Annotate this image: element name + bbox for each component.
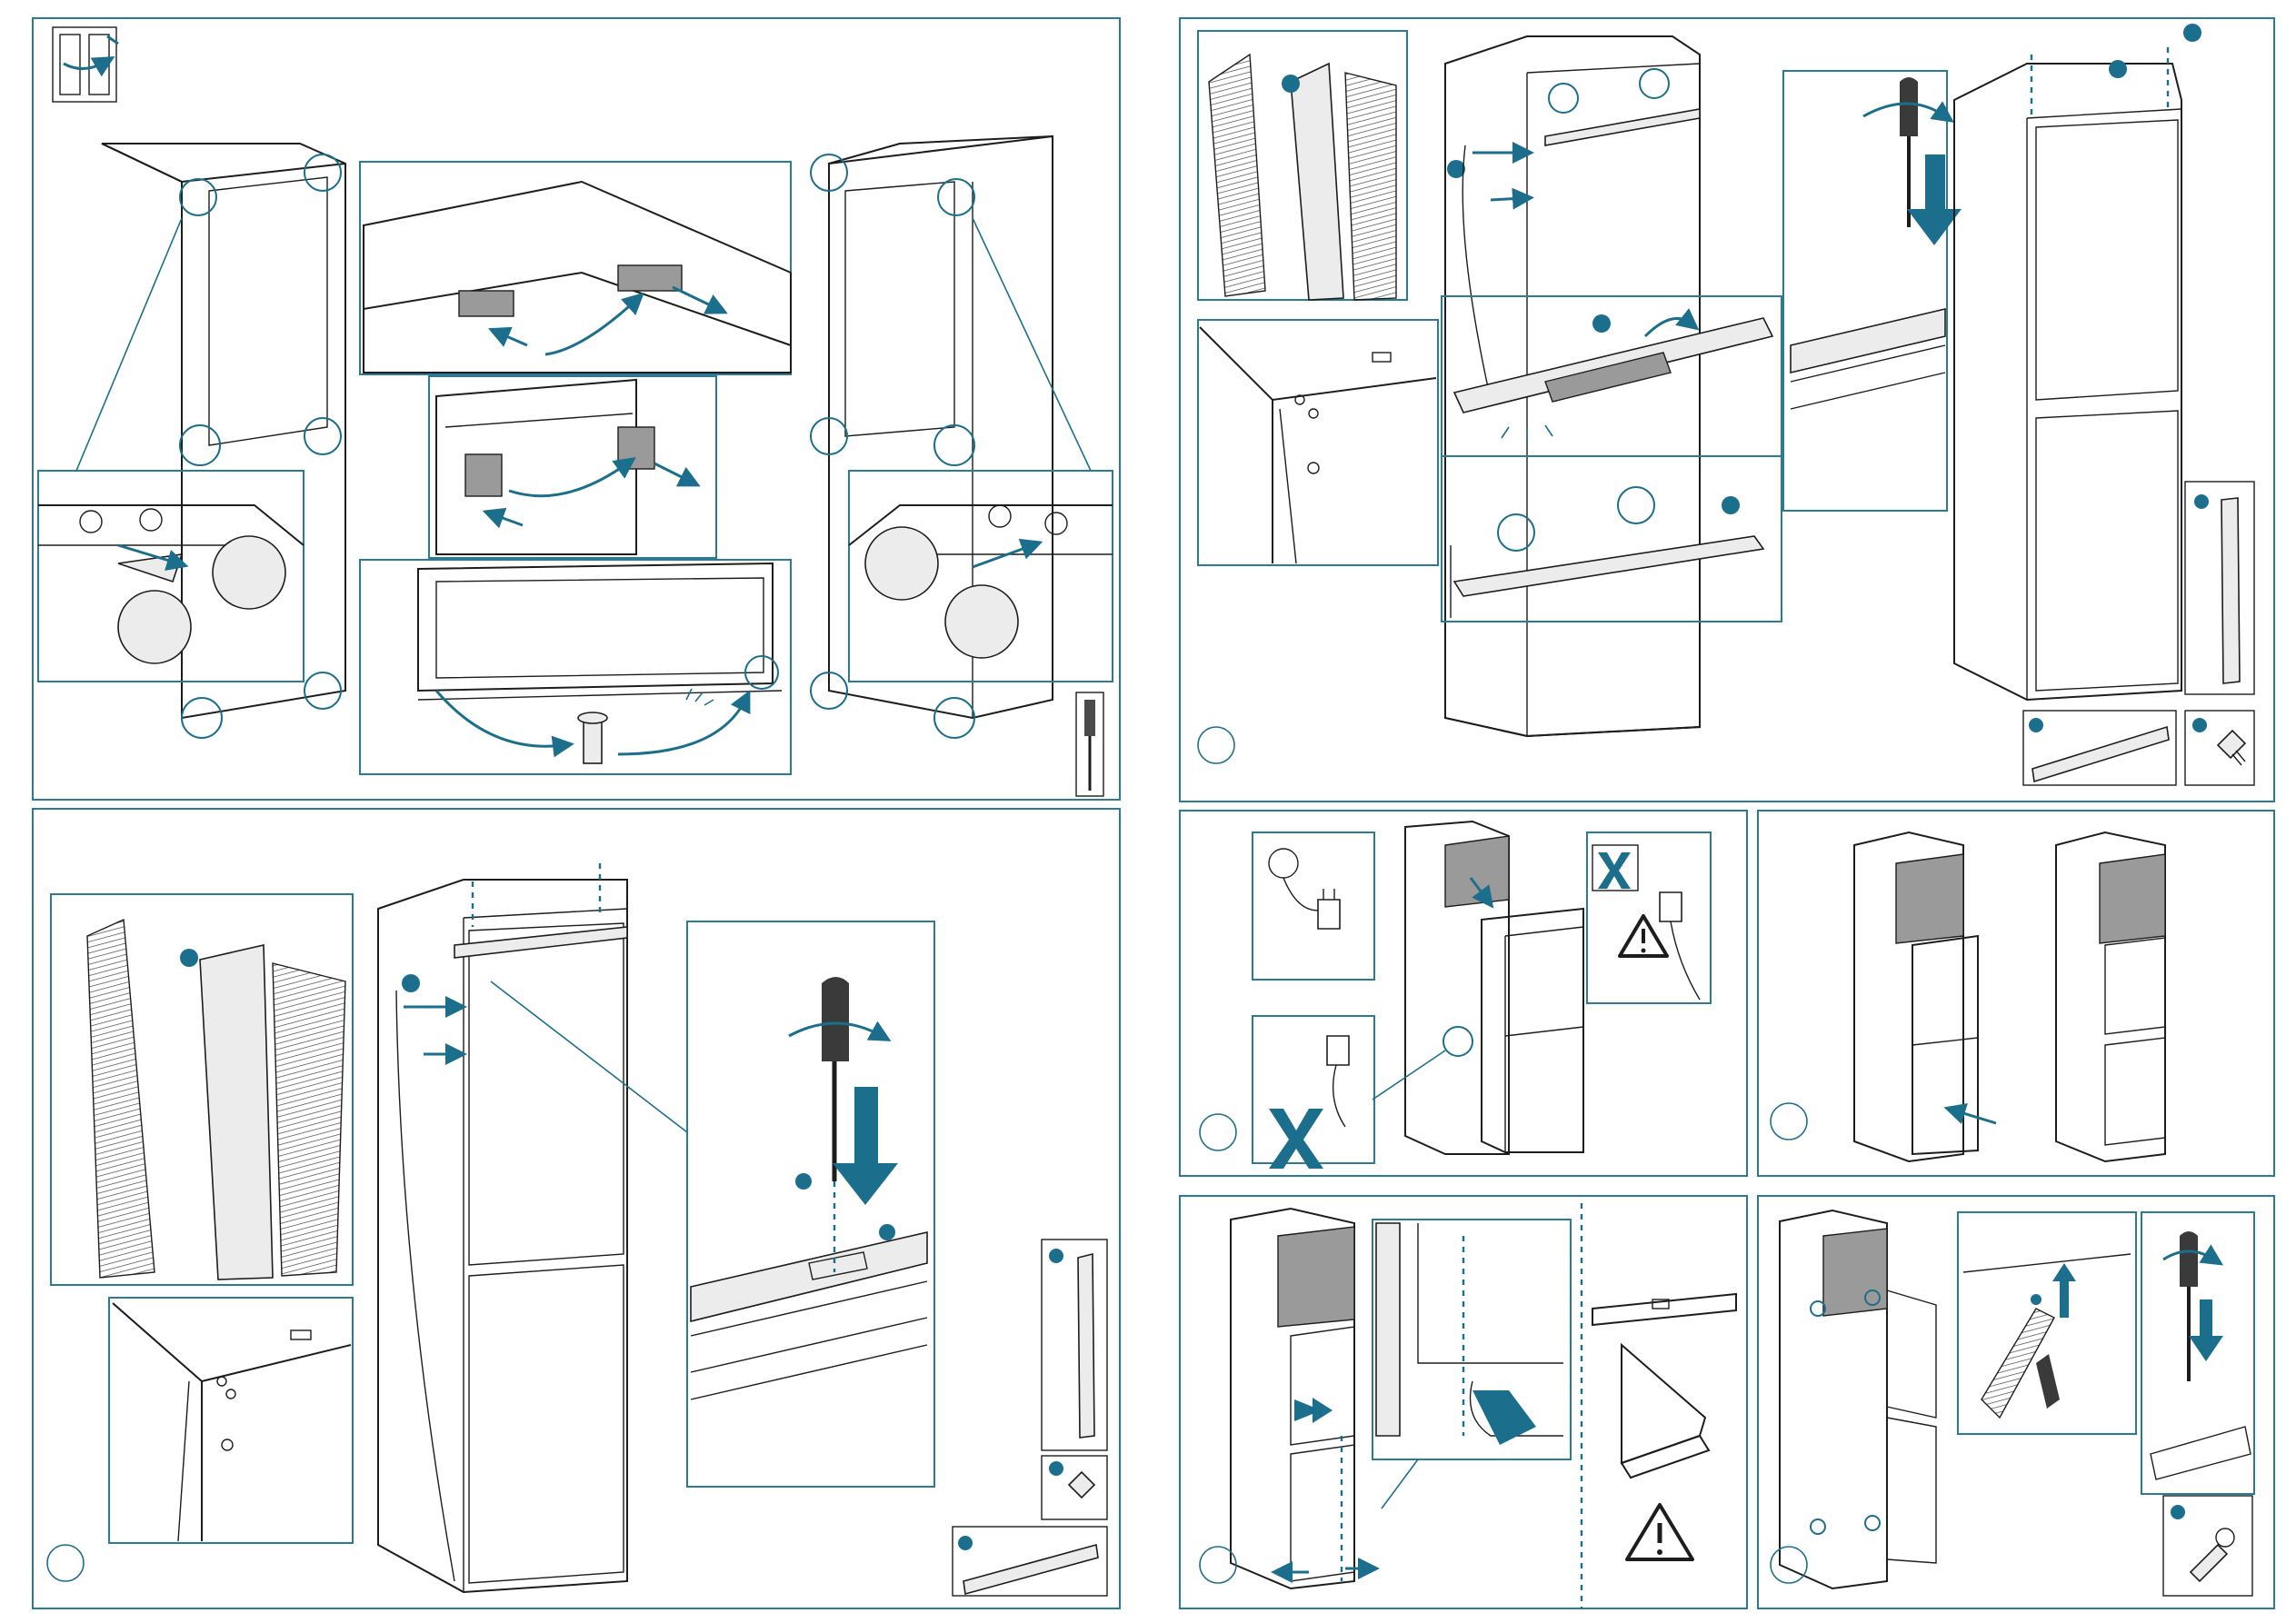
detail-bracket-fit <box>1442 456 1782 622</box>
appliance-tall-2 <box>378 863 627 1592</box>
screw-icon-3 <box>2163 1496 2252 1596</box>
detail-hinge-screw <box>2141 1212 2254 1494</box>
cabinet-with-appliance <box>1373 821 1583 1154</box>
panel-power-cable <box>1180 811 1747 1176</box>
plug-icon <box>1318 889 1340 929</box>
detail-corner <box>1198 320 1438 565</box>
detail-strip-profile-2 <box>51 894 353 1285</box>
spirit-level-icon <box>1592 1294 1736 1325</box>
detail-bracket <box>1442 296 1782 456</box>
detail-left-cover <box>38 471 304 682</box>
parts-bracket <box>2023 711 2176 785</box>
panel-door-reversal <box>33 18 1120 800</box>
panel-decor-strip <box>1180 18 2274 802</box>
screwdriver-icon <box>1076 692 1103 796</box>
detail-screwdriver-2 <box>687 921 934 1487</box>
panel-alignment <box>1180 1196 1747 1608</box>
cabinet-fixing <box>1780 1210 1936 1588</box>
detail-no-plug <box>1587 832 1711 1003</box>
screw-icon <box>2185 711 2254 785</box>
cabinet-closed <box>2056 832 2165 1161</box>
panel-fixing <box>1758 1196 2274 1608</box>
detail-cable-damaged <box>1253 1016 1374 1169</box>
panel-decor-strip-install <box>33 809 1120 1608</box>
cabinet-open <box>1854 832 1996 1161</box>
door-reversal-icon <box>53 27 118 102</box>
panel-push-in <box>1758 811 2274 1176</box>
screw-icon-2 <box>1042 1456 1107 1519</box>
parts-bracket-2 <box>953 1527 1107 1596</box>
detail-strip-profile <box>1198 31 1407 300</box>
cabinet-alignment <box>1231 1209 1369 1588</box>
parts-strip-2 <box>1042 1240 1107 1450</box>
parts-strip <box>2185 482 2254 694</box>
detail-cable <box>1253 832 1374 980</box>
detail-bottom-pin <box>360 560 791 774</box>
warning-triangle-icon-2 <box>1627 1505 1692 1559</box>
detail-top-hinge <box>360 162 791 374</box>
detail-right-cover <box>849 471 1113 682</box>
detail-fixing-screw <box>1958 1212 2136 1434</box>
appliance-tall <box>1954 24 2201 700</box>
set-square-icon <box>1622 1345 1709 1478</box>
detail-alignment <box>1373 1220 1571 1508</box>
detail-screwdriver <box>1783 71 1962 511</box>
cabinet-right <box>811 136 1053 738</box>
detail-corner-2 <box>109 1298 353 1543</box>
detail-middle-hinge <box>429 376 716 558</box>
